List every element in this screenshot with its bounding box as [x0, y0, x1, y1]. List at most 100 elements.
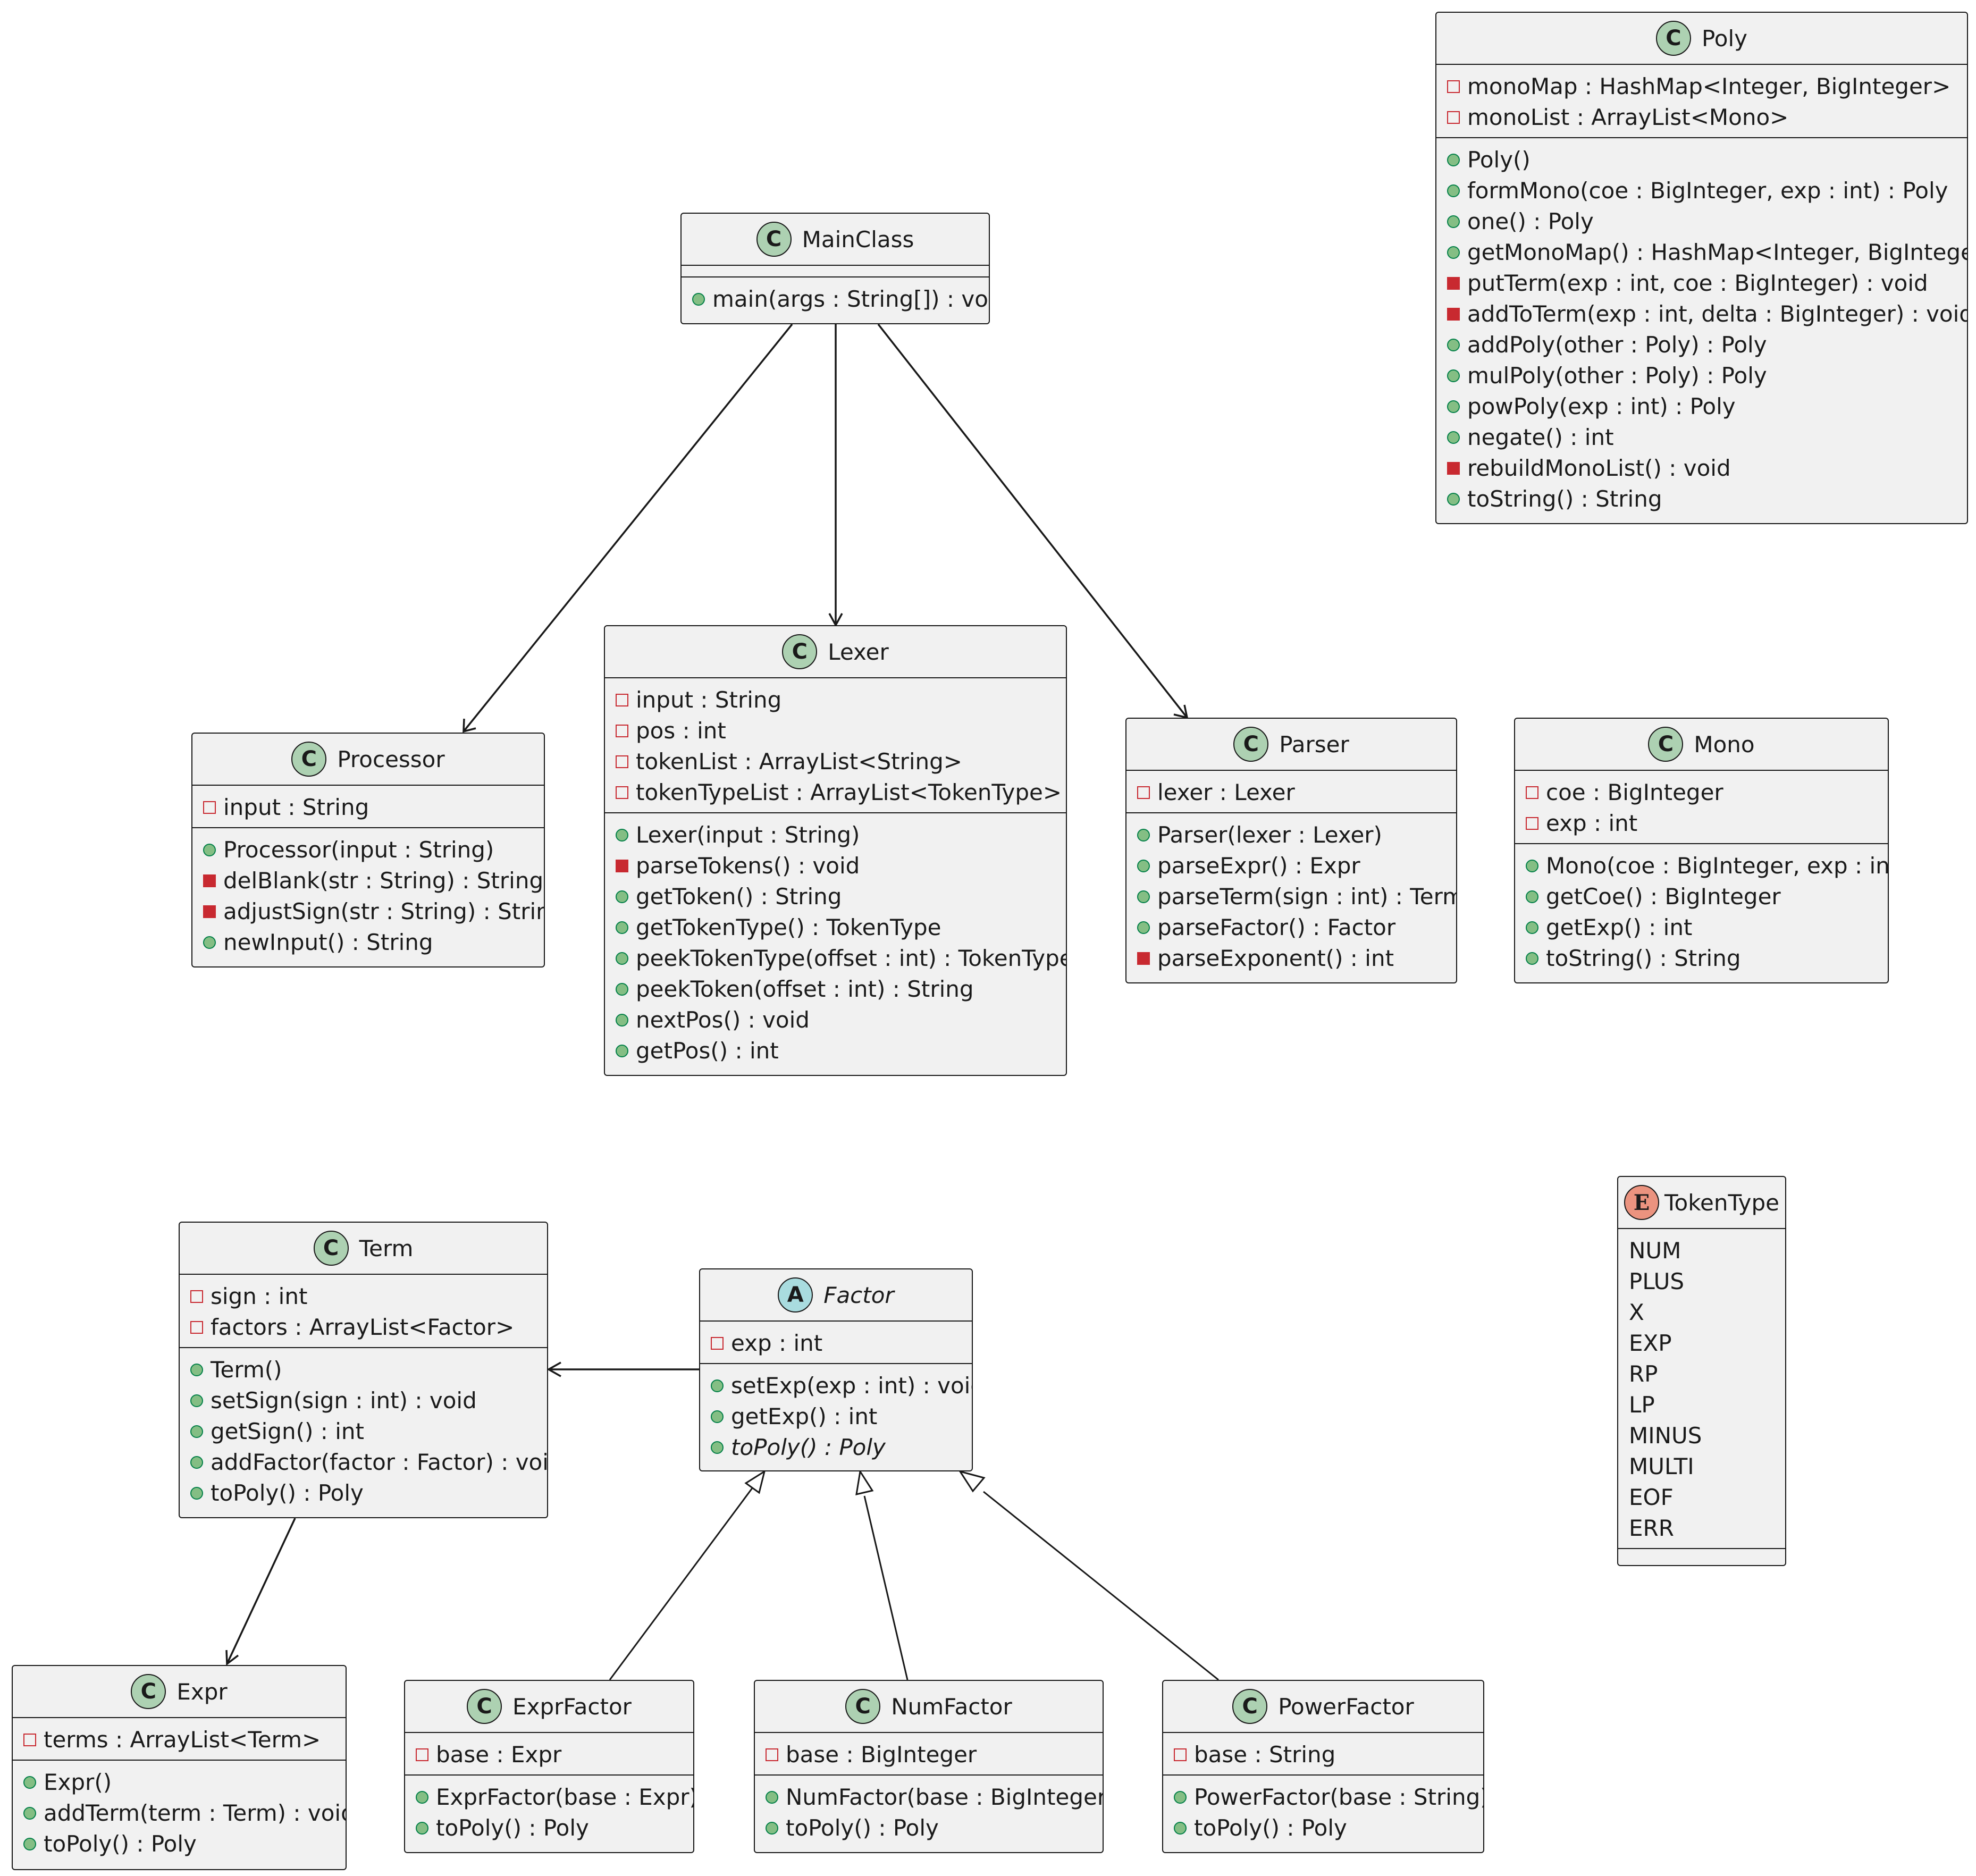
private-method-icon: [1447, 308, 1460, 321]
methods-section: Expr() addTerm(term : Term) : void toPol…: [13, 1761, 346, 1864]
assoc-main-parser: [877, 323, 1188, 719]
class-badge-icon: C: [845, 1689, 881, 1724]
method: getExp() : int: [700, 1401, 972, 1432]
field: terms : ArrayList<Term>: [13, 1724, 346, 1755]
field: input : String: [605, 685, 1066, 716]
private-field-icon: [616, 694, 628, 706]
class-exprfactor[interactable]: C ExprFactor base : Expr ExprFactor(base…: [404, 1680, 694, 1853]
class-powerfactor[interactable]: C PowerFactor base : String PowerFactor(…: [1162, 1680, 1484, 1853]
method: Processor(input : String): [192, 835, 544, 865]
method: peekToken(offset : int) : String: [605, 974, 1066, 1005]
private-method-icon: [1447, 462, 1460, 475]
public-method-icon: [711, 1410, 724, 1423]
method: getPos() : int: [605, 1036, 1066, 1066]
public-method-icon: [203, 936, 216, 949]
private-field-icon: [1447, 111, 1460, 124]
field: input : String: [192, 792, 544, 823]
private-field-icon: [711, 1337, 724, 1350]
method: getCoe() : BigInteger: [1515, 881, 1888, 912]
class-header: C Lexer: [605, 626, 1066, 678]
abstract-badge-icon: A: [778, 1277, 813, 1313]
class-badge-icon: C: [782, 634, 818, 669]
method: Term(): [180, 1355, 547, 1385]
class-expr[interactable]: C Expr terms : ArrayList<Term> Expr() ad…: [12, 1665, 347, 1870]
method: toPoly() : Poly: [13, 1829, 346, 1860]
method: toPoly() : Poly: [755, 1813, 1103, 1844]
class-parser[interactable]: C Parser lexer : Lexer Parser(lexer : Le…: [1125, 718, 1457, 983]
public-method-icon: [23, 1776, 36, 1789]
enum-value: EOF: [1629, 1484, 1674, 1510]
public-method-icon: [1137, 890, 1150, 903]
private-field-icon: [1526, 817, 1538, 830]
public-method-icon: [766, 1822, 778, 1835]
class-header: C MainClass: [682, 214, 989, 266]
fields-section: lexer : Lexer: [1126, 771, 1456, 813]
method: mulPoly(other : Poly) : Poly: [1436, 360, 1967, 391]
methods-section: main(args : String[]) : void: [682, 277, 989, 319]
method: addPoly(other : Poly) : Poly: [1436, 330, 1967, 360]
public-method-icon: [1174, 1791, 1187, 1804]
enum-value: MINUS: [1629, 1423, 1702, 1449]
method: getTokenType() : TokenType: [605, 912, 1066, 943]
inherit-numfactor-triangle: [855, 1469, 874, 1495]
private-field-icon: [1526, 786, 1538, 799]
enum-value: LP: [1629, 1392, 1655, 1418]
public-method-icon: [616, 952, 628, 965]
class-badge-icon: C: [291, 742, 327, 777]
method: toPoly() : Poly: [1163, 1813, 1483, 1844]
class-badge-icon: C: [1648, 727, 1684, 762]
methods-section: PowerFactor(base : String) toPoly() : Po…: [1163, 1776, 1483, 1848]
private-field-icon: [416, 1748, 428, 1761]
class-mainclass[interactable]: C MainClass main(args : String[]) : void: [680, 213, 990, 324]
public-method-icon: [1526, 860, 1538, 872]
class-name: Expr: [176, 1678, 228, 1705]
methods-section: Parser(lexer : Lexer) parseExpr() : Expr…: [1126, 813, 1456, 978]
private-field-icon: [1174, 1748, 1187, 1761]
class-processor[interactable]: C Processor input : String Processor(inp…: [191, 733, 545, 968]
public-method-icon: [1447, 369, 1460, 382]
class-badge-icon: C: [1232, 1689, 1268, 1724]
method: adjustSign(str : String) : String: [192, 896, 544, 927]
private-field-icon: [616, 725, 628, 737]
enum-value: EXP: [1629, 1330, 1672, 1356]
class-numfactor[interactable]: C NumFactor base : BigInteger NumFactor(…: [754, 1680, 1104, 1853]
method: getMonoMap() : HashMap<Integer, BigInteg…: [1436, 237, 1967, 268]
assoc-term-expr-head: [225, 1650, 239, 1666]
public-method-icon: [1174, 1822, 1187, 1835]
class-name: Poly: [1701, 25, 1748, 52]
public-method-icon: [190, 1456, 203, 1469]
class-mono[interactable]: C Mono coe : BigInteger exp : int Mono(c…: [1514, 718, 1889, 983]
method: PowerFactor(base : String): [1163, 1782, 1483, 1813]
class-header: C Expr: [13, 1666, 346, 1718]
class-poly[interactable]: C Poly monoMap : HashMap<Integer, BigInt…: [1435, 12, 1968, 524]
inherit-exprfactor: [609, 1487, 754, 1680]
private-method-icon: [1447, 277, 1460, 290]
private-field-icon: [190, 1321, 203, 1334]
enum-tokentype[interactable]: E TokenType NUM PLUS X EXP RP LP MINUS M…: [1617, 1176, 1786, 1566]
public-method-icon: [1526, 952, 1538, 965]
class-header: C NumFactor: [755, 1681, 1103, 1733]
class-header: C PowerFactor: [1163, 1681, 1483, 1733]
public-method-icon: [1447, 400, 1460, 413]
class-header: C ExprFactor: [405, 1681, 693, 1733]
class-term[interactable]: C Term sign : int factors : ArrayList<Fa…: [179, 1222, 548, 1518]
class-lexer[interactable]: C Lexer input : String pos : int tokenLi…: [604, 625, 1067, 1076]
field: exp : int: [1515, 808, 1888, 839]
method: NumFactor(base : BigInteger): [755, 1782, 1103, 1813]
method: main(args : String[]) : void: [682, 284, 989, 315]
methods-section: Processor(input : String) delBlank(str :…: [192, 828, 544, 962]
fields-section: monoMap : HashMap<Integer, BigInteger> m…: [1436, 65, 1967, 138]
method: getSign() : int: [180, 1416, 547, 1447]
class-factor[interactable]: A Factor exp : int setExp(exp : int) : v…: [699, 1268, 973, 1471]
method: toString() : String: [1436, 484, 1967, 515]
private-method-icon: [1137, 952, 1150, 965]
public-method-icon: [190, 1487, 203, 1500]
public-method-icon: [616, 890, 628, 903]
method: addTerm(term : Term) : void: [13, 1798, 346, 1829]
method: parseFactor() : Factor: [1126, 912, 1456, 943]
method: powPoly(exp : int) : Poly: [1436, 391, 1967, 422]
class-badge-icon: C: [1655, 21, 1691, 56]
field: tokenList : ArrayList<String>: [605, 746, 1066, 777]
fields-section: terms : ArrayList<Term>: [13, 1718, 346, 1761]
enum-header: E TokenType: [1618, 1177, 1785, 1229]
